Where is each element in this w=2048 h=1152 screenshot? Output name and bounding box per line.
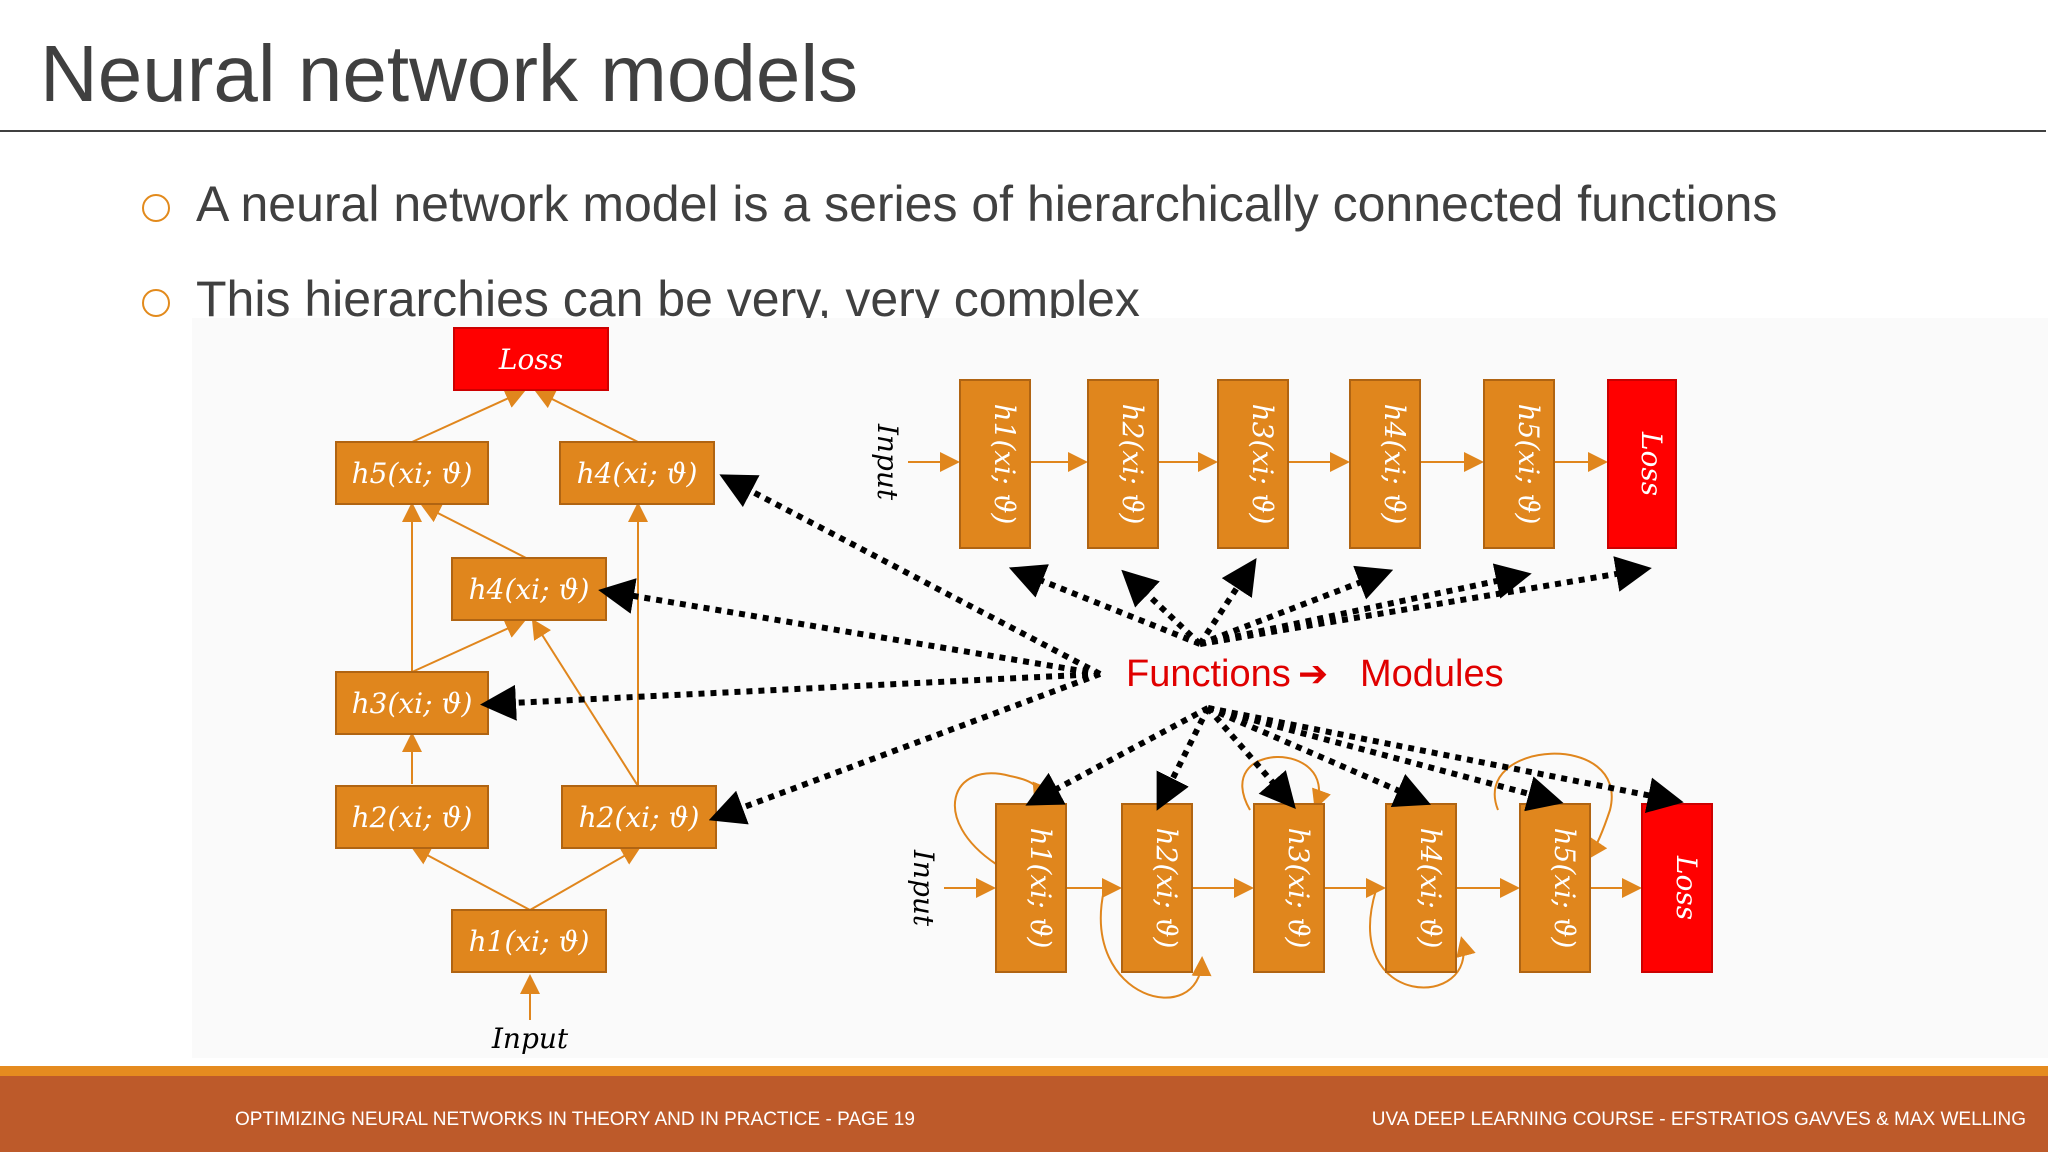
chain-bottom-loss-box: Loss — [1641, 803, 1713, 973]
bullet-ring-icon — [142, 289, 170, 317]
right-arrow-icon: ➔ — [1298, 654, 1328, 695]
svg-text:h3(xi; ϑ): h3(xi; ϑ) — [352, 687, 473, 720]
chain-top-node-h1: h1(xi; ϑ) — [959, 379, 1031, 549]
chain-top-node-h5: h5(xi; ϑ) — [1483, 379, 1555, 549]
footer-right-text: UVA DEEP LEARNING COURSE - EFSTRATIOS GA… — [1371, 1109, 2026, 1130]
graph-node-h2-right: h2(xi; ϑ) — [561, 785, 717, 849]
svg-text:h2(xi; ϑ): h2(xi; ϑ) — [579, 801, 700, 834]
graph-node-h1: h1(xi; ϑ) — [451, 909, 607, 973]
svg-text:h4(xi; ϑ): h4(xi; ϑ) — [1414, 828, 1447, 949]
footer-left-text: OPTIMIZING NEURAL NETWORKS IN THEORY AND… — [235, 1109, 915, 1130]
svg-text:h5(xi; ϑ): h5(xi; ϑ) — [1512, 404, 1545, 525]
chain-bottom-node-h1: h1(xi; ϑ) — [995, 803, 1067, 973]
svg-text:h1(xi; ϑ): h1(xi; ϑ) — [1024, 828, 1057, 949]
functions-modules-label: Functions ➔ Modules — [1110, 648, 1510, 702]
graph-node-h4-top: h4(xi; ϑ) — [559, 441, 715, 505]
graph-node-h3: h3(xi; ϑ) — [335, 671, 489, 735]
svg-text:h2(xi; ϑ): h2(xi; ϑ) — [1116, 404, 1149, 525]
svg-text:h1(xi; ϑ): h1(xi; ϑ) — [469, 925, 590, 958]
title-divider — [0, 130, 2046, 132]
graph-loss-box: Loss — [453, 327, 609, 391]
svg-text:Loss: Loss — [498, 343, 563, 376]
svg-text:h2(xi; ϑ): h2(xi; ϑ) — [352, 801, 473, 834]
bullet-item: A neural network model is a series of hi… — [142, 175, 1777, 233]
chain-top: Input h1(xi; ϑ) h2(xi; ϑ) h3(xi; ϑ) h4(x… — [871, 379, 1677, 549]
svg-text:h5(xi; ϑ): h5(xi; ϑ) — [352, 457, 473, 490]
svg-text:h3(xi; ϑ): h3(xi; ϑ) — [1246, 404, 1279, 525]
chain-bottom-node-h4: h4(xi; ϑ) — [1385, 803, 1457, 973]
bullet-text: A neural network model is a series of hi… — [196, 176, 1778, 232]
bullet-ring-icon — [142, 194, 170, 222]
svg-text:Functions: Functions — [1126, 653, 1291, 695]
bullet-text: This hierarchies can be very, very compl… — [196, 271, 1140, 327]
graph-node-h5: h5(xi; ϑ) — [335, 441, 489, 505]
svg-text:Modules: Modules — [1360, 653, 1504, 695]
svg-text:Loss: Loss — [1670, 855, 1703, 920]
svg-text:h4(xi; ϑ): h4(xi; ϑ) — [1378, 404, 1411, 525]
bullet-item: This hierarchies can be very, very compl… — [142, 270, 1140, 328]
svg-text:h2(xi; ϑ): h2(xi; ϑ) — [1150, 828, 1183, 949]
svg-text:h4(xi; ϑ): h4(xi; ϑ) — [469, 573, 590, 606]
chain-top-node-h3: h3(xi; ϑ) — [1217, 379, 1289, 549]
footer-bar — [0, 1076, 2048, 1152]
chain-bottom-node-h2: h2(xi; ϑ) — [1121, 803, 1193, 973]
graph-node-h2-left: h2(xi; ϑ) — [335, 785, 489, 849]
chain-top-loss-box: Loss — [1607, 379, 1677, 549]
svg-text:Loss: Loss — [1635, 431, 1668, 496]
svg-text:h4(xi; ϑ): h4(xi; ϑ) — [577, 457, 698, 490]
pointer-arrows — [480, 474, 1684, 825]
svg-text:h1(xi; ϑ): h1(xi; ϑ) — [988, 404, 1021, 525]
chain-bottom: Input h1(xi; ϑ) h2(xi; ϑ) h3(xi; ϑ) h4(x… — [907, 752, 1713, 999]
svg-text:h5(xi; ϑ): h5(xi; ϑ) — [1548, 828, 1581, 949]
chain-bottom-node-h3: h3(xi; ϑ) — [1253, 803, 1325, 973]
chain-bottom-node-h5: h5(xi; ϑ) — [1519, 803, 1591, 973]
chain-top-input-label: Input — [871, 423, 904, 501]
slide-title: Neural network models — [40, 29, 859, 118]
footer-accent-bar — [0, 1066, 2048, 1076]
graph-input-label: Input — [491, 1022, 569, 1055]
svg-text:h3(xi; ϑ): h3(xi; ϑ) — [1282, 828, 1315, 949]
graph-node-h4-mid: h4(xi; ϑ) — [451, 557, 607, 621]
chain-top-node-h2: h2(xi; ϑ) — [1087, 379, 1159, 549]
graph-edges — [402, 389, 648, 1020]
chain-top-node-h4: h4(xi; ϑ) — [1349, 379, 1421, 549]
chain-bottom-input-label: Input — [907, 849, 940, 927]
